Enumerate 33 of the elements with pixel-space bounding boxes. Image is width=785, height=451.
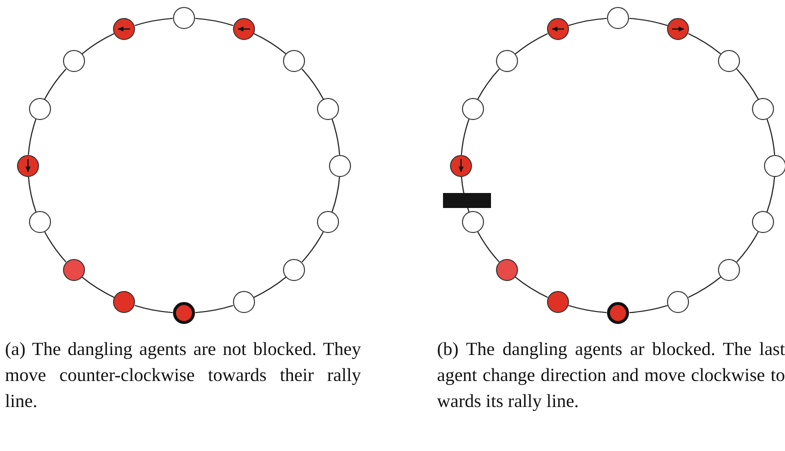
ring-connector bbox=[766, 118, 776, 155]
caption-text: (b) The dangling agents ar blocked. The last agent change direction and move clockwise to wards its rally line. bbox=[437, 339, 785, 414]
ring-connector bbox=[82, 33, 114, 54]
ring-connector bbox=[629, 18, 668, 26]
ring-connector bbox=[302, 68, 324, 100]
ring-connector bbox=[332, 176, 340, 212]
ring-connector bbox=[332, 118, 340, 155]
ring-connector bbox=[766, 176, 776, 212]
caption-text: (a) The dangling agents are not blocked. They move counter-clockwise towards their rally line. bbox=[5, 339, 361, 414]
ring-connector bbox=[477, 231, 500, 262]
ring-connector bbox=[477, 68, 500, 100]
ring-connector bbox=[134, 304, 173, 314]
ring-connector bbox=[82, 276, 114, 298]
ring-connector bbox=[195, 18, 234, 26]
ring-connector bbox=[688, 276, 722, 298]
ring-connector bbox=[44, 68, 66, 100]
ring-connector bbox=[134, 18, 173, 26]
ring-connector bbox=[736, 231, 759, 262]
ring-connector bbox=[460, 118, 470, 155]
ring-connector bbox=[254, 33, 286, 54]
ring-connector bbox=[514, 276, 548, 298]
ring-connector bbox=[629, 304, 668, 314]
ring-connector bbox=[688, 33, 722, 54]
ring-connector bbox=[302, 231, 324, 262]
ring-connector bbox=[568, 18, 607, 26]
ring-connector bbox=[28, 118, 36, 155]
ring-connector bbox=[195, 304, 234, 314]
ring-connector bbox=[568, 304, 607, 314]
ring-connector bbox=[44, 231, 66, 262]
ring-connector bbox=[736, 68, 759, 100]
ring-connector bbox=[254, 276, 286, 298]
ring-connector bbox=[514, 33, 548, 54]
ring-connector bbox=[28, 176, 36, 212]
